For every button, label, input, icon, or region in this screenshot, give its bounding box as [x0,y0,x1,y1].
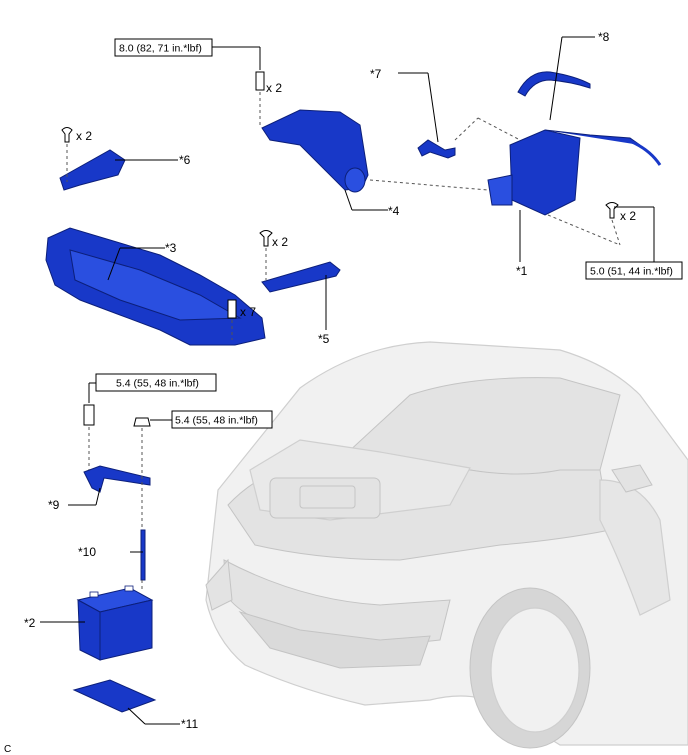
nut-icon [133,417,151,427]
callout-label-4: *4 [388,204,400,218]
bolt-icon [83,404,95,426]
torque-spec-2: 5.0 (51, 44 in.*lbf) [585,261,683,280]
torque-spec-1-text: 8.0 (82, 71 in.*lbf) [119,43,202,55]
callout-label-10: *10 [78,545,96,559]
callout-label-7: *7 [370,67,382,81]
corner-mark: C [4,744,11,755]
quantity-label: x 2 [272,235,288,249]
callout-label-9: *9 [48,498,60,512]
part-9-battery-clamp [83,465,151,493]
bolt-icon [255,71,265,91]
quantity-label: x 7 [240,305,256,319]
callout-label-3: *3 [165,241,177,255]
callout-label-6: *6 [179,153,191,167]
part-11-battery-tray [72,679,157,713]
part-7-hose [417,139,456,159]
callout-label-11: *11 [181,717,198,731]
bolt-icon [61,127,73,143]
quantity-label: x 2 [620,209,636,223]
quantity-label: x 2 [266,81,282,95]
assembly-dashed-lines [66,92,621,592]
part-8-vent-hose [517,71,591,97]
bolt-icon [605,202,619,219]
quantity-label: x 2 [76,129,92,143]
torque-spec-4: 5.4 (55, 48 in.*lbf) [171,410,273,429]
bolt-icons [61,71,619,427]
part-5-bracket [261,261,341,293]
callout-label-1: *1 [516,264,528,278]
part-10-hold-down-rod [140,529,146,581]
part-1-air-cleaner [487,129,662,216]
torque-spec-3-text: 5.4 (55, 48 in.*lbf) [116,378,199,390]
bolt-icon [227,299,237,319]
torque-spec-3: 5.4 (55, 48 in.*lbf) [95,373,217,392]
leader-lines [40,36,655,725]
torque-spec-4-text: 5.4 (55, 48 in.*lbf) [175,415,258,427]
part-2-battery [76,585,154,661]
part-6-cover [59,149,126,191]
torque-spec-1: 8.0 (82, 71 in.*lbf) [114,38,213,57]
callout-label-8: *8 [598,30,610,44]
callout-label-2: *2 [24,616,36,630]
callout-label-5: *5 [318,332,330,346]
part-4-intake-duct [261,109,369,193]
torque-spec-2-text: 5.0 (51, 44 in.*lbf) [590,266,673,278]
bolt-icon [259,230,273,247]
vehicle-front-illustration [205,341,688,749]
